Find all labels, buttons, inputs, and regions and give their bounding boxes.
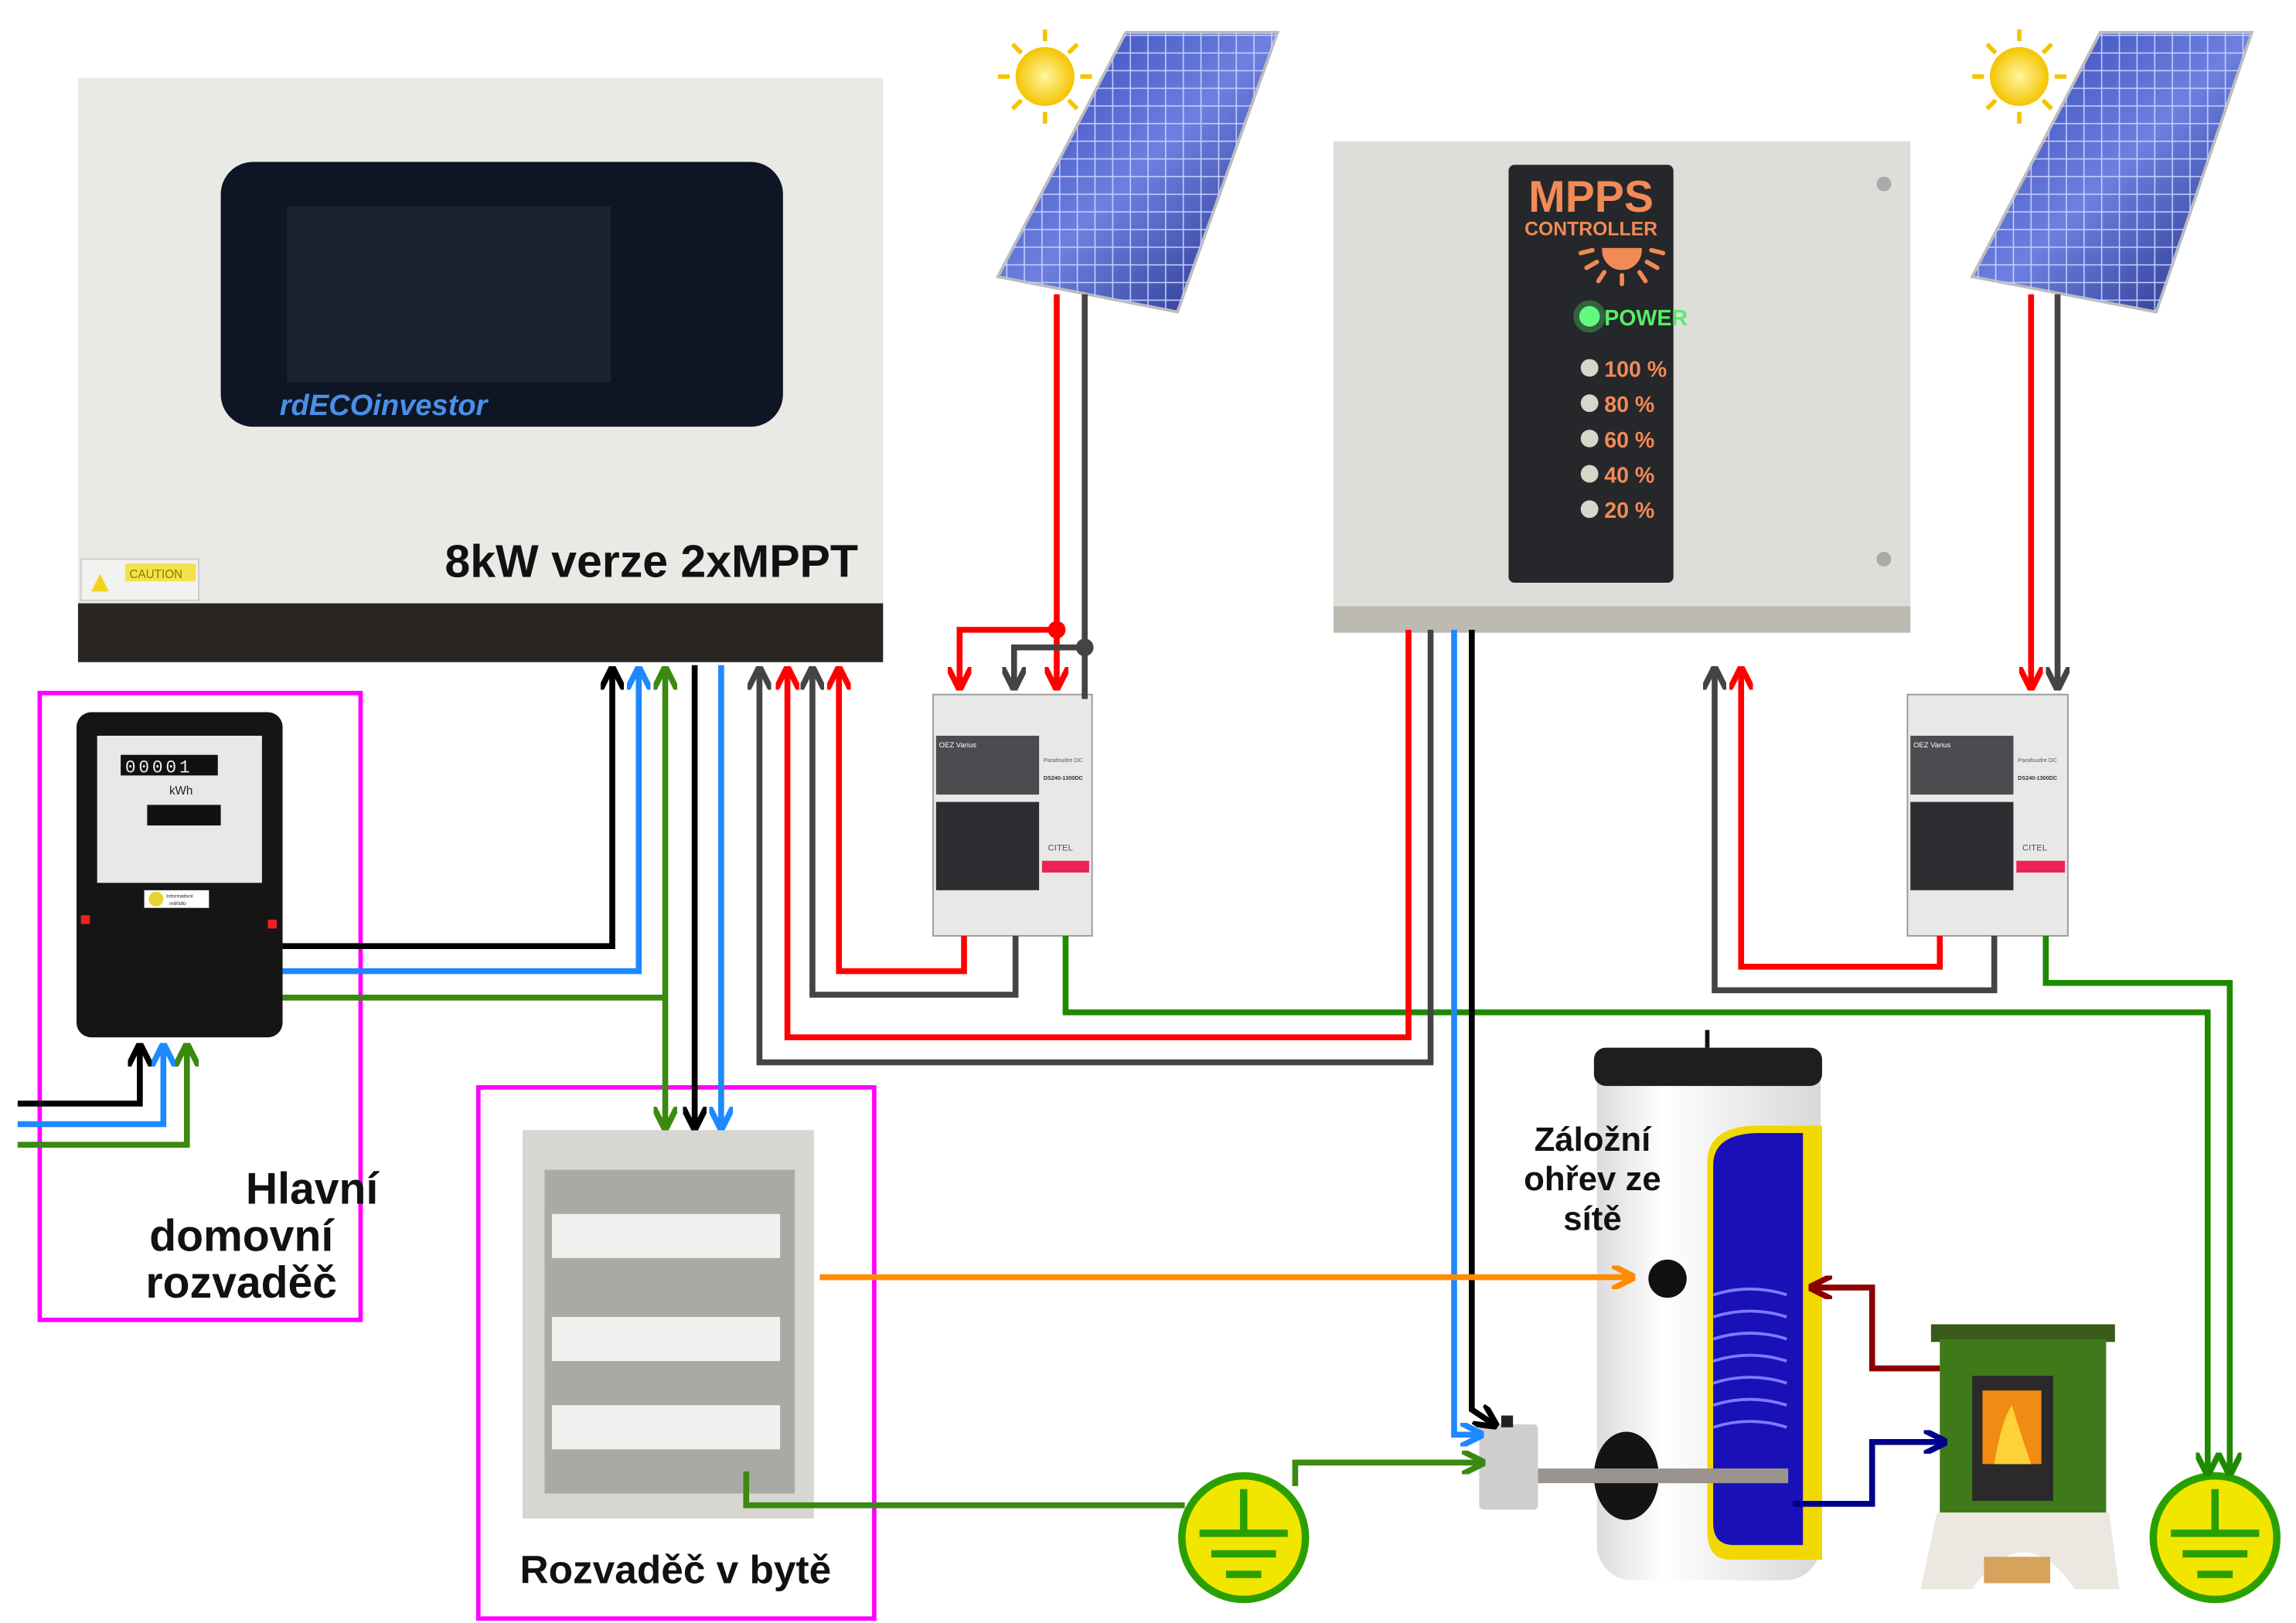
surge-model: DS240-1300DC [2018, 774, 2058, 781]
power-label: POWER [1604, 306, 1688, 331]
wire-mpps-to-thermostat-phase [1469, 629, 1494, 1424]
heating-element [1531, 1468, 1789, 1484]
dc-breaker-2: OEZ Varius Parafoudre DC DS240-1300DC CI… [1906, 693, 2069, 937]
surge-brand: CITEL [1048, 843, 1073, 852]
wire-mpps-to-thermostat-neutral [1451, 629, 1479, 1434]
meter-reading: 00001 [125, 758, 193, 778]
backup-heating-line3: sítě [1563, 1200, 1621, 1238]
wire-board-earth [743, 1471, 1185, 1509]
inverter: rdECOinvestor CAUTION 8kW verze 2xMPPT [77, 77, 884, 662]
wire-breaker2-plus-to-mpps [1741, 671, 1943, 970]
meter-sticker-line1: Informativní [166, 893, 193, 899]
thermostat [1479, 1415, 1538, 1510]
main-board-label: Hlavní domovní rozvaděč [145, 1164, 380, 1308]
main-board-label-line3: rozvaděč [145, 1258, 337, 1308]
earth-ground-icon [1178, 1472, 1310, 1604]
inverter-label: 8kW verze 2xMPPT [445, 536, 858, 587]
wire-grid-phase-in [17, 1048, 140, 1107]
warning-icon [91, 573, 109, 592]
power-led [1579, 306, 1600, 327]
surge-brand: CITEL [2022, 843, 2047, 852]
level-40: 40 % [1604, 463, 1654, 488]
wire-meter-phase-to-inverter [282, 671, 612, 950]
electricity-meter: 00001 kWh Informativní měřidlo [77, 712, 283, 1038]
pipe-hot-water [1814, 1288, 1940, 1372]
earth-ground-icon [2149, 1472, 2281, 1604]
level-60: 60 % [1604, 428, 1654, 453]
wire-breaker1-plus-to-inverter [839, 671, 967, 975]
meter-unit: kWh [169, 784, 192, 798]
wire-earth-to-thermostat [1292, 1462, 1480, 1486]
meter-sticker-line2: měřidlo [169, 901, 186, 907]
mpps-subtitle: CONTROLLER [1524, 219, 1657, 240]
caution-label: CAUTION [130, 568, 182, 581]
level-80: 80 % [1604, 393, 1654, 417]
level-20: 20 % [1604, 498, 1654, 523]
water-tank [1531, 1029, 1822, 1580]
wire-breaker2-minus-to-mpps [1715, 671, 1998, 994]
mpps-title: MPPS [1528, 172, 1654, 222]
flat-distribution-board [522, 1130, 814, 1519]
dc-breaker-1: OEZ Varius Parafoudre DC DS240-1300DC CI… [932, 693, 1093, 937]
backup-heating-label: Záložní ohřev ze sítě [1524, 1121, 1661, 1238]
surge-description: Parafoudre DC [2018, 757, 2057, 764]
sun-logo-icon [1578, 247, 1666, 287]
wiring [17, 294, 2230, 1509]
wire-grid-neutral-in [17, 1048, 163, 1128]
main-board-frame [37, 690, 363, 1322]
wire-mpps-plus-to-inverter [788, 629, 1412, 1041]
surge-description: Parafoudre DC [1044, 757, 1083, 764]
sun-icon [1972, 29, 2066, 124]
inverter-brand: rdECOinvestor [280, 390, 489, 422]
main-board-label-line2: domovní [149, 1211, 335, 1261]
wire-meter-neutral-to-inverter [282, 671, 639, 975]
wire-breaker1-earth [1062, 935, 2207, 1472]
pipe-return-water [1792, 1442, 1943, 1507]
breaker-brand: OEZ Varius [939, 741, 977, 750]
wire-panel1-minus-branch [1014, 644, 1085, 686]
wire-breaker1-minus-to-inverter [812, 671, 1019, 998]
level-leds: 100 % 80 % 60 % 40 % 20 % [1580, 357, 1667, 523]
wire-breaker2-earth [2042, 935, 2230, 1472]
flat-board-label: Rozvaděč v bytě [519, 1547, 831, 1592]
solar-panel-1 [995, 31, 1280, 314]
wire-panel1-plus-branch [959, 627, 1057, 686]
mpps-controller: MPPS CONTROLLER POWER 100 % 80 % 60 % 40… [1333, 141, 1911, 633]
wire-mpps-minus-to-inverter [759, 629, 1434, 1066]
backup-heating-line2: ohřev ze [1524, 1160, 1661, 1198]
sun-icon [997, 29, 1092, 124]
wire-grid-earth-in [17, 1048, 187, 1148]
tiled-stove-icon [1920, 1324, 2120, 1590]
level-100: 100 % [1604, 357, 1667, 382]
backup-heating-line1: Záložní [1535, 1121, 1653, 1159]
main-board-label-line1: Hlavní [246, 1164, 380, 1213]
surge-model: DS240-1300DC [1044, 774, 1084, 781]
breaker-brand: OEZ Varius [1913, 741, 1951, 750]
solar-panel-2 [1970, 31, 2254, 314]
